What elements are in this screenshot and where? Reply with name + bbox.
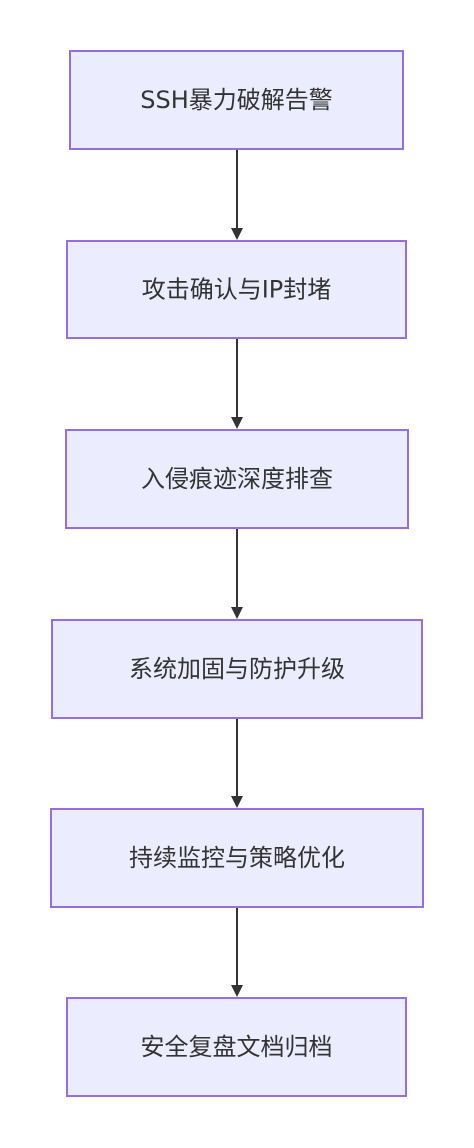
flow-step-node: SSH暴力破解告警	[69, 50, 404, 150]
flow-step-label: 安全复盘文档归档	[141, 1033, 333, 1061]
flow-arrow	[231, 528, 243, 619]
flow-step-box	[50, 808, 424, 908]
flow-step-label: 系统加固与防护升级	[129, 655, 345, 683]
flow-step-node: 安全复盘文档归档	[66, 997, 407, 1097]
flow-arrow	[231, 149, 243, 240]
flow-step-label: 入侵痕迹深度排查	[141, 465, 333, 493]
flow-step-box	[66, 240, 407, 339]
arrow-head-icon	[231, 796, 243, 808]
arrow-head-icon	[231, 228, 243, 240]
flow-arrow	[231, 338, 243, 429]
flow-step-label: 持续监控与策略优化	[129, 844, 345, 872]
flow-step-node: 持续监控与策略优化	[50, 808, 424, 908]
arrow-head-icon	[231, 985, 243, 997]
flow-step-label: SSH暴力破解告警	[140, 86, 333, 114]
flow-arrow	[231, 718, 243, 808]
edges-layer	[231, 149, 243, 997]
flow-step-box	[65, 429, 409, 529]
flow-step-box	[66, 997, 407, 1097]
flow-step-node: 入侵痕迹深度排查	[65, 429, 409, 529]
flow-step-box	[51, 619, 423, 719]
arrow-head-icon	[231, 607, 243, 619]
flow-step-label: 攻击确认与IP封堵	[142, 276, 332, 304]
flow-step-node: 攻击确认与IP封堵	[66, 240, 407, 339]
arrow-head-icon	[231, 417, 243, 429]
nodes-layer: SSH暴力破解告警攻击确认与IP封堵入侵痕迹深度排查系统加固与防护升级持续监控与…	[50, 50, 424, 1097]
flow-arrow	[231, 907, 243, 997]
flow-step-box	[69, 50, 404, 150]
flow-step-node: 系统加固与防护升级	[51, 619, 423, 719]
